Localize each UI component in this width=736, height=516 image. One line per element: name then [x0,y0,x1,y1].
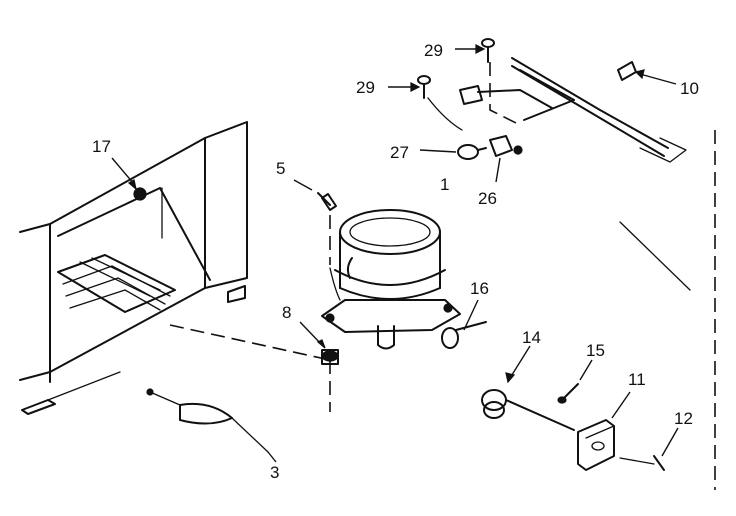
part-label-1: 1 [440,175,449,194]
part-16-overload [441,299,487,349]
mounting-dash-cabinet [169,324,331,361]
cabinet-housing [19,121,248,415]
part-12-screw [619,427,679,471]
part-29-bolt-lower [388,75,431,99]
part-label-17: 17 [92,137,111,156]
part-label-14: 14 [522,328,541,347]
part-label-29-lower: 29 [356,78,375,97]
part-15-clip [557,359,593,404]
wiring-harness [427,57,687,163]
part-26-relay-cap [489,135,523,183]
part-10-bracket [617,61,677,85]
part-5-screw [293,179,337,211]
part-label-29-upper: 29 [424,41,443,60]
part-3-heater-tube [146,388,277,463]
part-label-3: 3 [270,463,279,482]
part-11-cover [577,391,631,471]
part-27-capacitor [419,144,487,160]
part-17-grommet [111,157,147,201]
part-label-27: 27 [390,143,409,162]
part-8-grommet [299,321,339,365]
part-label-12: 12 [674,409,693,428]
part-label-5: 5 [276,159,285,178]
part-label-15: 15 [586,341,605,360]
part-label-8: 8 [282,303,291,322]
part-label-16: 16 [470,279,489,298]
part-label-26: 26 [478,189,497,208]
part-29-bolt-upper [455,38,495,63]
part-label-11: 11 [628,370,646,389]
part-label-10: 10 [680,79,699,98]
compressor [321,209,461,350]
mounting-line-diagonal [619,221,691,291]
part-14-terminal [481,345,575,431]
